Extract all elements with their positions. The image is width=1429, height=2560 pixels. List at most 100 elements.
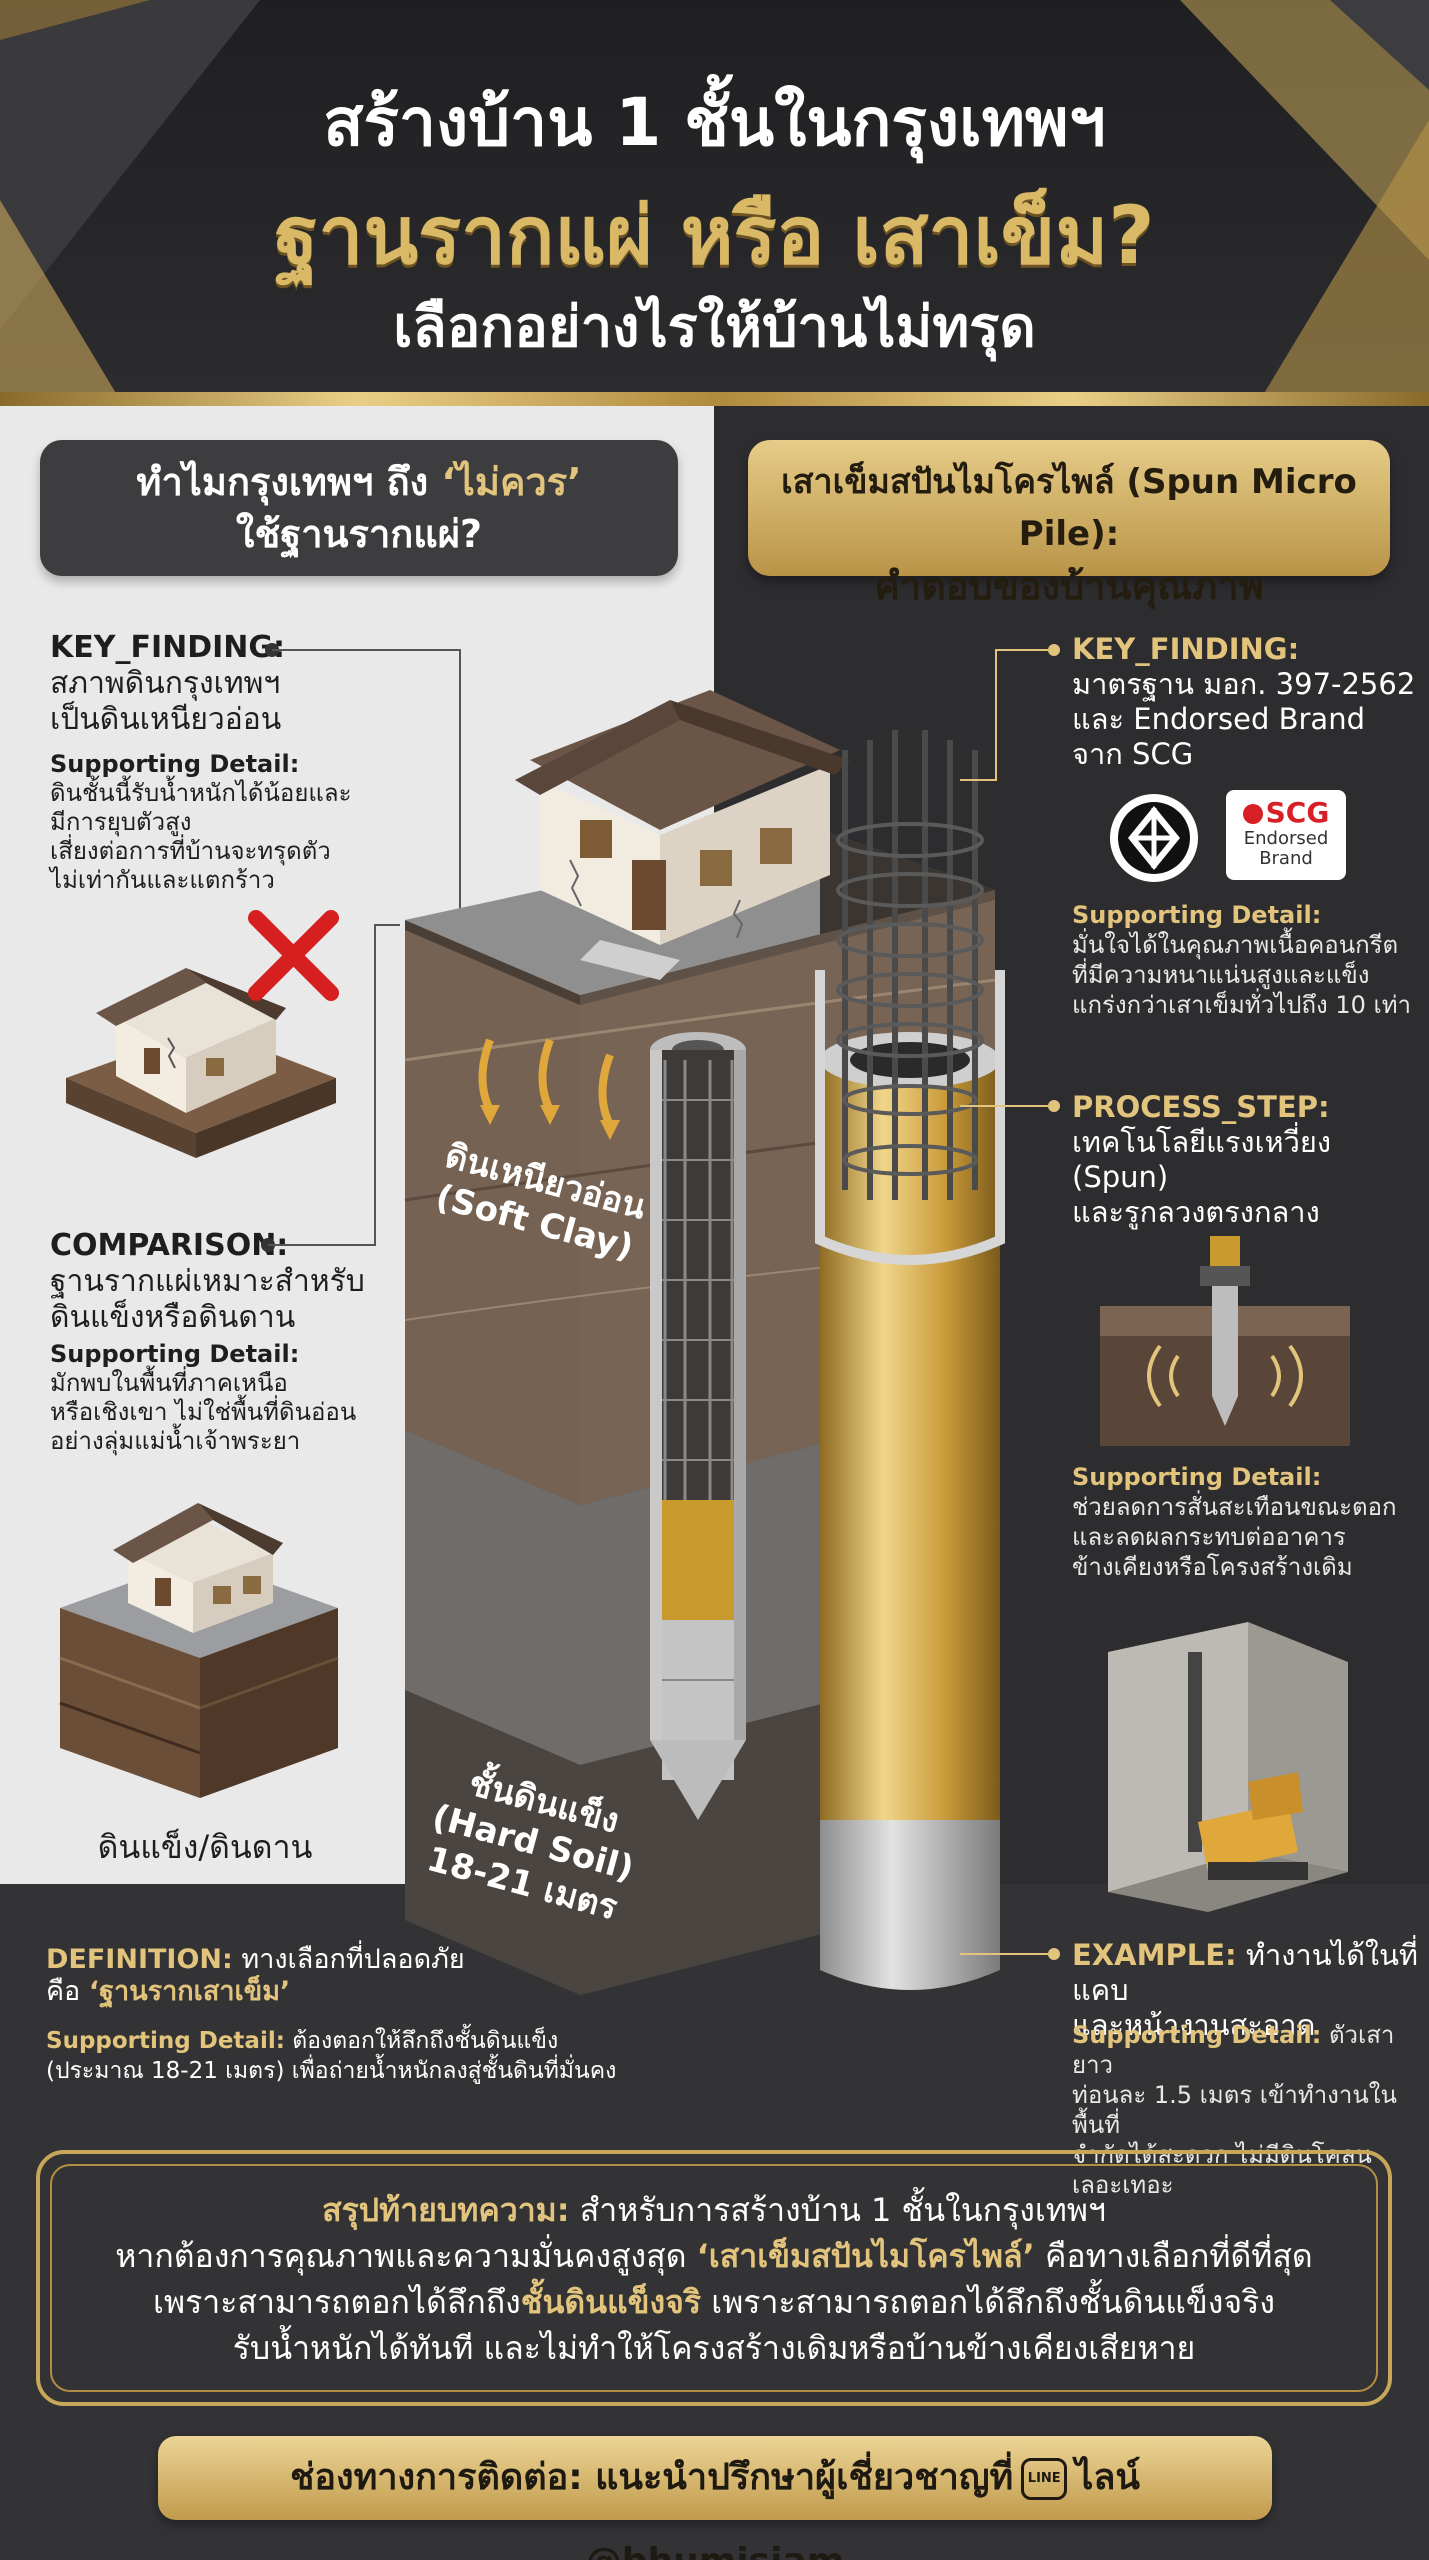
right-heading-line-1: เสาเข็มสปันไมโครไพล์ (Spun Micro Pile): (781, 462, 1357, 554)
left-connectors (261, 643, 461, 1252)
supporting-detail-label: Supporting Detail: (46, 2028, 285, 2054)
definition-line-1: ทางเลือกที่ปลอดภัย (241, 1944, 465, 1975)
comparison-label: COMPARISON: (50, 1228, 289, 1263)
spun-supporting-detail-2: Supporting Detail: ช่วยลดการสั่นสะเทือนข… (1072, 1462, 1397, 1582)
scg-endorsed-text: Endorsed (1243, 828, 1329, 849)
summary-line-3: เพราะสามารถตอกได้ลึกถึงชั้นดินแข็งจริ เพ… (50, 2280, 1378, 2324)
supporting-line: ที่มีความหนาแน่นสูงและแข็ง (1072, 961, 1370, 989)
tis-standard: มาตรฐาน มอก. 397-2562 (1072, 667, 1416, 701)
definition-label: DEFINITION: (46, 1944, 233, 1975)
supporting-line: เสี่ยงต่อการที่บ้านจะทรุดตัว (50, 837, 331, 865)
supporting-detail-label: Supporting Detail: (1072, 1463, 1322, 1491)
summary-text-3a: เพราะสามารถตอกได้ลึกถึง (153, 2283, 521, 2321)
left-heading-emphasis: ‘ไม่ควร’ (441, 460, 582, 504)
definition-block: DEFINITION: ทางเลือกที่ปลอดภัย คือ ‘ฐานร… (46, 1944, 465, 2008)
supporting-line: ตัวเสายาว (1072, 2021, 1395, 2079)
supporting-line: ต้องตอกให้ลึกถึงชั้นดินแข็ง (292, 2028, 559, 2054)
red-x-icon (249, 911, 339, 1001)
contact-bar[interactable]: ช่องทางการติดต่อ: แนะนำปรึกษาผู้เชี่ยวชา… (158, 2436, 1272, 2560)
left-heading-text: ทำไมกรุงเทพฯ ถึง (136, 460, 442, 504)
supporting-line: แกร่งกว่าเสาเข็มทั่วไปถึง 10 เท่า (1072, 991, 1411, 1019)
comparison-line-2: ดินแข็งหรือดินดาน (50, 1300, 296, 1335)
line-handle-link[interactable]: ไลน์ @bhumisiam (586, 2457, 1141, 2560)
key-finding-line-1: สภาพดินกรุงเทพฯ (50, 666, 281, 701)
process-step-label: PROCESS_STEP: (1072, 1090, 1330, 1124)
process-step: PROCESS_STEP: เทคโนโลยีแรงเหวี่ยง (Spun)… (1072, 1090, 1429, 1230)
scg-text: SCG (1265, 796, 1330, 829)
comparison-block: COMPARISON: ฐานรากแผ่เหมาะสำหรับ ดินแข็ง… (50, 1228, 365, 1336)
summary-emphasis: ‘เสาเข็มสปันไมโครไพล์’ (696, 2237, 1035, 2275)
summary-line-2: หากต้องการคุณภาพและความมั่นคงสูงสุด ‘เสา… (50, 2234, 1378, 2278)
key-finding-label: KEY_FINDING: (50, 630, 286, 665)
scg-mark-icon (1242, 804, 1263, 824)
supporting-line: หรือเชิงเขา ไม่ใช่พื้นที่ดินอ่อน (50, 1398, 357, 1426)
key-finding-line-2: เป็นดินเหนียวอ่อน (50, 702, 282, 737)
supporting-line: และลดผลกระทบต่ออาคาร (1072, 1523, 1346, 1551)
example-block: EXAMPLE: ทำงานได้ในที่แคบ และหน้างานสะอา… (1072, 1938, 1429, 2043)
supporting-line: อย่างลุ่มแม่น้ำเจ้าพระยา (50, 1427, 301, 1455)
supporting-line: ดินชั้นนี้รับน้ำหนักได้น้อยและ (50, 779, 352, 807)
supporting-detail-label: Supporting Detail: (50, 1340, 300, 1368)
cracked-house-illustration (66, 910, 339, 1158)
supporting-line: ข้างเคียงหรือโครงสร้างเดิม (1072, 1553, 1353, 1581)
supporting-detail-label: Supporting Detail: (1072, 901, 1322, 929)
left-heading-pill: ทำไมกรุงเทพฯ ถึง ‘ไม่ควร’ ใช้ฐานรากแผ่? (40, 440, 678, 576)
summary-line-1: สรุปท้ายบทความ: สำหรับการสร้างบ้าน 1 ชั้… (50, 2188, 1378, 2232)
definition-emphasis: ‘ฐานรากเสาเข็ม’ (88, 1976, 291, 2007)
left-heading-line-2: ใช้ฐานรากแผ่? (235, 512, 483, 556)
narrow-site-illustration (1108, 1622, 1348, 1912)
spun-key-finding: KEY_FINDING: มาตรฐาน มอก. 397-2562 และ E… (1072, 632, 1415, 772)
summary-text-3b: เพราะสามารถตอกได้ลึกถึงชั้นดินแข็งจริง (701, 2283, 1275, 2321)
summary-line-4: รับน้ำหนักได้ทันที และไม่ทำให้โครงสร้างเ… (232, 2329, 1196, 2367)
supporting-line: มั่นใจได้ในคุณภาพเนื้อคอนกรีต (1072, 931, 1399, 959)
gold-divider (0, 392, 1429, 406)
supporting-detail-label: Supporting Detail: (50, 750, 300, 778)
contact-label: ช่องทางการติดต่อ: แนะนำปรึกษาผู้เชี่ยวชา… (289, 2457, 1014, 2498)
summary-frame (36, 2150, 1392, 2406)
endorsed-brand-text: และ Endorsed Brand (1072, 702, 1365, 736)
definition-supporting-detail: Supporting Detail: ต้องตอกให้ลึกถึงชั้นด… (46, 2026, 616, 2086)
spun-supporting-detail-1: Supporting Detail: มั่นใจได้ในคุณภาพเนื้… (1072, 900, 1411, 1020)
pile-driving-illustration (1100, 1236, 1350, 1446)
supporting-line: ช่วยลดการสั่นสะเทือนขณะตอก (1072, 1493, 1397, 1521)
summary-text-2b: คือทางเลือกที่ดีที่สุด (1034, 2237, 1313, 2275)
summary-label: สรุปท้ายบทความ: (322, 2191, 570, 2229)
example-label: EXAMPLE: (1072, 1938, 1237, 1972)
solid-ground-house-illustration (59, 1503, 339, 1798)
scg-brand-text: Brand (1259, 848, 1313, 869)
scg-endorsed-badge: SCG Endorsed Brand (1226, 790, 1346, 880)
right-heading-pill: เสาเข็มสปันไมโครไพล์ (Spun Micro Pile): … (748, 440, 1390, 608)
tis-logo-icon (1110, 794, 1198, 882)
supporting-detail-2: Supporting Detail: มักพบในพื้นที่ภาคเหนื… (50, 1340, 356, 1456)
header-banner (0, 0, 1429, 400)
right-connectors (960, 644, 1060, 1960)
supporting-line: มีการยุบตัวสูง (50, 808, 192, 836)
hard-soil-caption: ดินแข็ง/ดินดาน (97, 1828, 313, 1866)
supporting-detail-1: Supporting Detail: ดินชั้นนี้รับน้ำหนักไ… (50, 750, 351, 895)
title-line-1: สร้างบ้าน 1 ชั้นในกรุงเทพฯ (323, 84, 1106, 161)
key-finding-block: KEY_FINDING: สภาพดินกรุงเทพฯ เป็นดินเหนี… (50, 630, 285, 738)
summary-text-2a: หากต้องการคุณภาพและความมั่นคงสูงสุด (115, 2237, 697, 2275)
process-step-line-1: เทคโนโลยีแรงเหวี่ยง (Spun) (1072, 1125, 1332, 1194)
supporting-line: (ประมาณ 18-21 เมตร) เพื่อถ่ายน้ำหนักลงสู… (46, 2058, 617, 2084)
summary-inner-frame (50, 2164, 1378, 2392)
supporting-line: ไม่เท่ากันและแตกร้าว (50, 866, 275, 894)
example-line-2: และหน้างานสะอาด (1072, 2008, 1316, 2042)
from-scg-text: จาก SCG (1072, 737, 1194, 771)
process-step-line-2: และรูกลวงตรงกลาง (1072, 1195, 1320, 1229)
example-line-1: ทำงานได้ในที่แคบ (1072, 1938, 1419, 2007)
supporting-detail-label: Supporting Detail: (1072, 2021, 1322, 2049)
supporting-line: ท่อนละ 1.5 เมตร เข้าทำงานในพื้นที่ (1072, 2081, 1397, 2139)
title-line-2: ฐานรากแผ่ หรือ เสาเข็ม? (274, 189, 1155, 282)
summary-emphasis-2: ชั้นดินแข็งจริ (520, 2283, 702, 2321)
line-app-icon: LINE (1021, 2458, 1068, 2500)
comparison-line-1: ฐานรากแผ่เหมาะสำหรับ (50, 1264, 365, 1299)
summary-text-1: สำหรับการสร้างบ้าน 1 ชั้นในกรุงเทพฯ (579, 2191, 1106, 2229)
spun-micro-pile-illustration (815, 730, 1005, 1990)
definition-line-2-prefix: คือ (46, 1976, 89, 2007)
supporting-line: มักพบในพื้นที่ภาคเหนือ (50, 1369, 288, 1397)
header-decoration (0, 0, 1429, 400)
spun-key-finding-label: KEY_FINDING: (1072, 632, 1300, 666)
title-line-3: เลือกอย่างไรให้บ้านไม่ทรุด (393, 295, 1036, 360)
